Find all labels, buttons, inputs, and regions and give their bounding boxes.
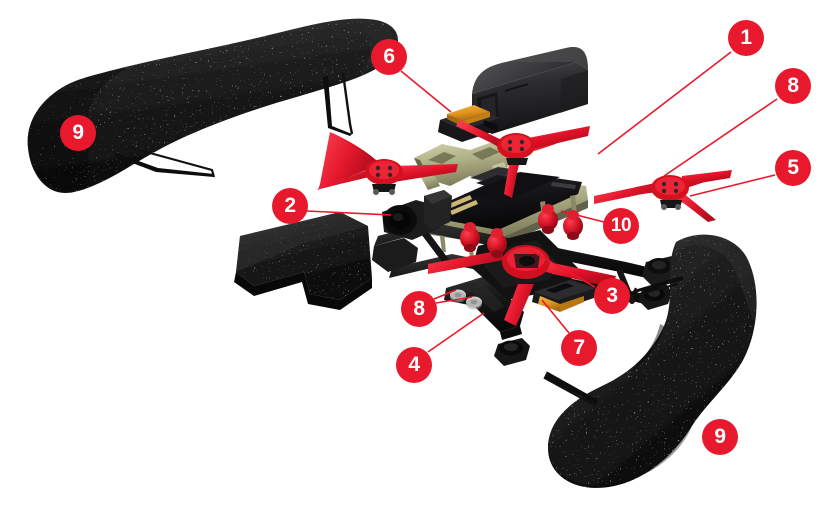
leader-line-4 <box>427 312 485 353</box>
part-propeller-center-bottom <box>428 245 616 326</box>
callout-marker-8-top[interactable]: 8 <box>775 68 811 104</box>
leader-line-3 <box>529 249 596 288</box>
callout-marker-9-left[interactable]: 9 <box>60 115 96 151</box>
leader-line-8-bottom-b <box>433 289 457 300</box>
callout-marker-3[interactable]: 3 <box>594 278 630 314</box>
callout-marker-9-right[interactable]: 9 <box>702 419 738 455</box>
part-propeller-front-left <box>316 132 458 195</box>
callout-leader-lines <box>306 51 778 353</box>
part-fastener-washers <box>450 289 482 310</box>
part-battery-connector-pcb <box>532 280 596 312</box>
part-foam-bumper-hull-right <box>543 234 757 488</box>
callout-marker-5[interactable]: 5 <box>775 150 811 186</box>
leader-line-1 <box>597 51 732 155</box>
callout-marker-2[interactable]: 2 <box>272 188 308 224</box>
part-propeller-top-middle <box>456 120 590 198</box>
part-arm-end-caps <box>494 256 678 366</box>
callout-marker-10[interactable]: 10 <box>603 208 639 244</box>
part-camera-lens-housing <box>382 190 452 240</box>
leader-line-8-top <box>663 98 778 177</box>
callout-marker-4[interactable]: 4 <box>396 347 432 383</box>
leader-line-5 <box>689 174 776 197</box>
leader-line-6 <box>400 70 452 113</box>
part-propeller-right <box>594 170 732 222</box>
callout-marker-6[interactable]: 6 <box>371 39 407 75</box>
leader-line-8-bottom-a <box>435 296 473 304</box>
callout-marker-8-bottom[interactable]: 8 <box>401 291 437 327</box>
callout-marker-1[interactable]: 1 <box>728 20 764 56</box>
leader-line-2 <box>306 210 392 216</box>
leader-line-10 <box>560 210 605 223</box>
leader-line-7 <box>541 299 570 334</box>
callout-marker-7[interactable]: 7 <box>561 330 597 366</box>
part-camera-nose-hull <box>234 212 372 310</box>
part-vibration-dampers <box>460 204 583 258</box>
